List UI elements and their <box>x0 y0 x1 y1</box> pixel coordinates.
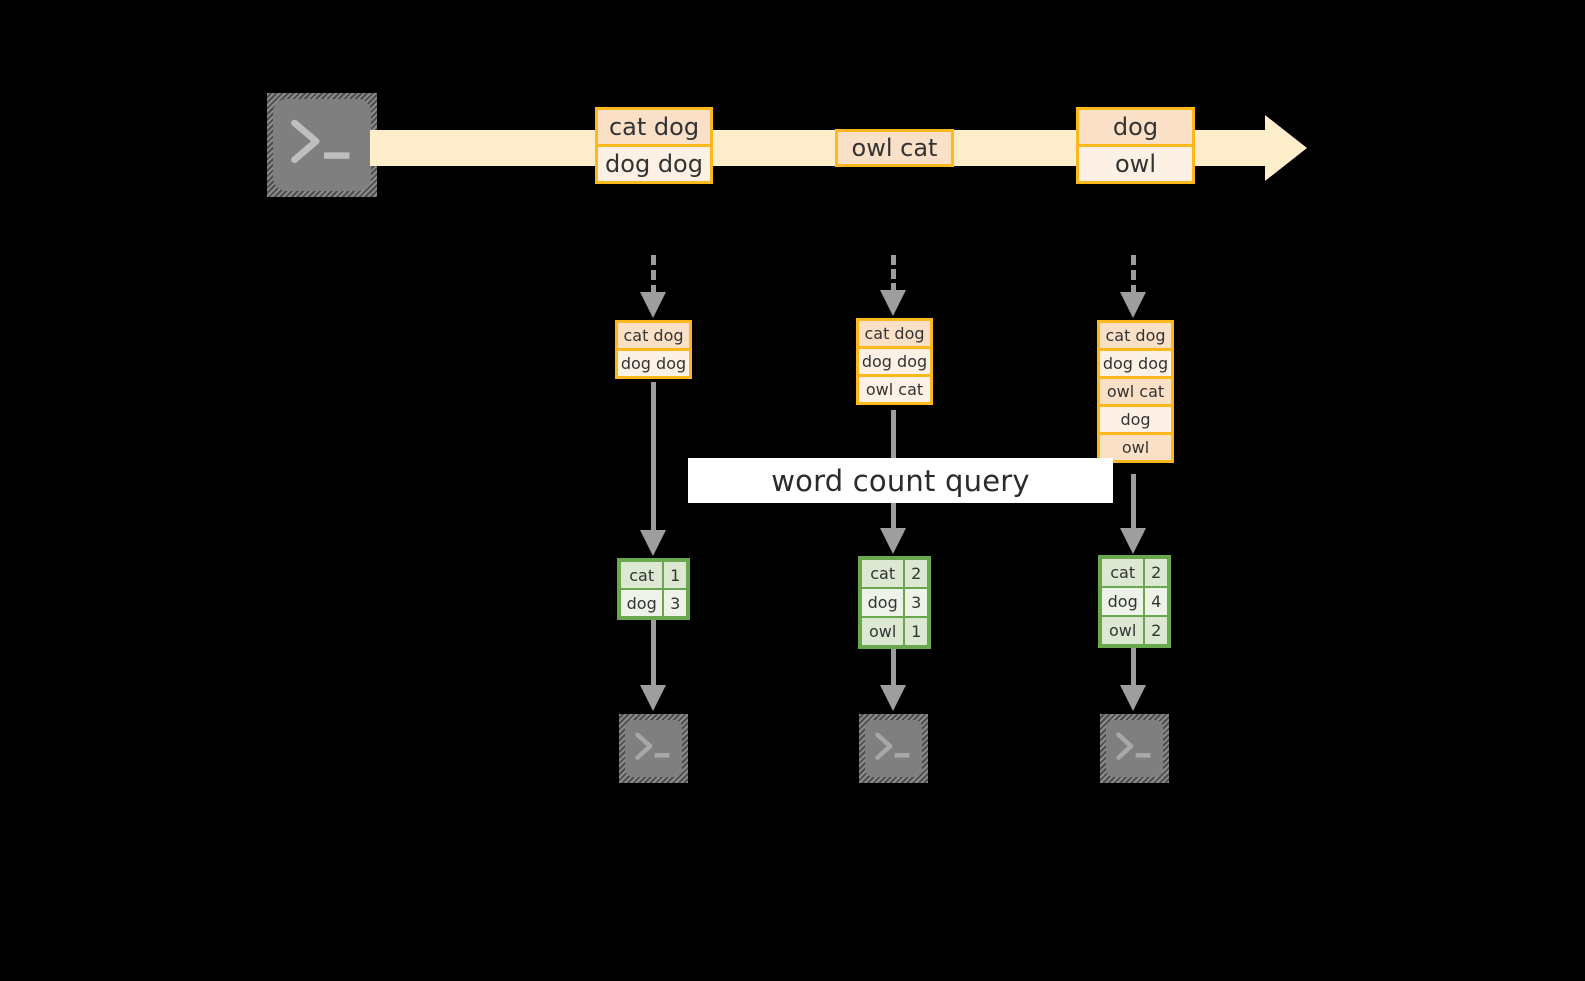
word-cell: dog <box>1100 586 1146 617</box>
result-table-2: cat 2 dog 3 owl 1 <box>858 556 931 649</box>
trigger-arrow-line-2 <box>891 255 896 293</box>
count-cell: 2 <box>1143 615 1169 646</box>
query-label-text: word count query <box>771 463 1030 498</box>
trigger-arrow-head-1 <box>640 292 666 318</box>
trigger-arrow-line-3 <box>1131 255 1136 295</box>
terminal-prompt-icon <box>1116 732 1151 760</box>
word-cell: cat <box>619 560 665 590</box>
table-row: cat 1 <box>619 560 688 590</box>
count-cell: 3 <box>903 587 929 618</box>
word-cell: dog <box>619 588 665 618</box>
word-cell: owl <box>860 616 906 647</box>
trigger-arrow-head-2 <box>880 290 906 316</box>
accumulated-record: cat dog <box>615 320 692 351</box>
accumulated-record: owl cat <box>856 374 933 405</box>
sink-arrow-line-1 <box>651 620 656 688</box>
word-cell: cat <box>860 558 906 589</box>
sink-arrow-head-1 <box>640 685 666 711</box>
terminal-icon-sink-2 <box>859 714 928 783</box>
accumulated-record: owl cat <box>1097 376 1174 407</box>
accumulated-record: dog dog <box>1097 348 1174 379</box>
accumulated-records-1: cat dog dog dog <box>615 320 692 379</box>
terminal-icon-sink-3 <box>1100 714 1169 783</box>
accumulated-record: dog dog <box>615 348 692 379</box>
table-row: cat 2 <box>860 558 929 589</box>
stream-record: owl <box>1076 144 1195 184</box>
word-cell: dog <box>860 587 906 618</box>
count-cell: 3 <box>662 588 688 618</box>
terminal-screen <box>865 720 922 777</box>
accumulated-record: cat dog <box>1097 320 1174 351</box>
stream-record: dog dog <box>595 144 713 184</box>
terminal-prompt-icon <box>635 732 670 760</box>
query-arrow-head-2 <box>880 528 906 554</box>
accumulated-record: dog <box>1097 404 1174 435</box>
sink-arrow-head-2 <box>880 685 906 711</box>
stream-group-1: cat dog dog dog <box>595 107 713 184</box>
sink-arrow-line-2 <box>891 649 896 688</box>
stream-group-2: owl cat <box>835 129 954 167</box>
count-cell: 1 <box>662 560 688 590</box>
count-cell: 2 <box>1143 557 1169 588</box>
table-row: dog 3 <box>619 588 688 618</box>
accumulated-record: owl <box>1097 432 1174 463</box>
query-arrow-head-3 <box>1120 528 1146 554</box>
stream-group-3: dog owl <box>1076 107 1195 184</box>
sink-arrow-head-3 <box>1120 685 1146 711</box>
accumulated-records-2: cat dog dog dog owl cat <box>856 318 933 405</box>
count-cell: 1 <box>903 616 929 647</box>
terminal-prompt-icon <box>291 119 350 163</box>
stream-record: owl cat <box>835 129 954 167</box>
word-cell: cat <box>1100 557 1146 588</box>
word-cell: owl <box>1100 615 1146 646</box>
terminal-prompt-icon <box>875 732 910 760</box>
count-cell: 2 <box>903 558 929 589</box>
query-arrow-line-1 <box>651 382 656 533</box>
trigger-arrow-line-1 <box>651 255 656 295</box>
terminal-screen <box>1106 720 1163 777</box>
table-row: dog 3 <box>860 587 929 618</box>
sink-arrow-line-3 <box>1131 648 1136 688</box>
table-row: owl 1 <box>860 616 929 647</box>
result-table-3: cat 2 dog 4 owl 2 <box>1098 555 1171 648</box>
stream-record: cat dog <box>595 107 713 147</box>
terminal-icon-source <box>267 93 377 197</box>
query-arrow-line-3 <box>1131 474 1136 532</box>
table-row: owl 2 <box>1100 615 1169 646</box>
accumulated-record: dog dog <box>856 346 933 377</box>
terminal-icon-sink-1 <box>619 714 688 783</box>
count-cell: 4 <box>1143 586 1169 617</box>
trigger-arrow-head-3 <box>1120 292 1146 318</box>
accumulated-record: cat dog <box>856 318 933 349</box>
query-arrow-head-1 <box>640 530 666 556</box>
query-label-band: word count query <box>688 458 1113 503</box>
accumulated-records-3: cat dog dog dog owl cat dog owl <box>1097 320 1174 463</box>
stream-record: dog <box>1076 107 1195 147</box>
terminal-screen <box>273 99 371 191</box>
table-row: dog 4 <box>1100 586 1169 617</box>
terminal-screen <box>625 720 682 777</box>
table-row: cat 2 <box>1100 557 1169 588</box>
stream-arrow-head-icon <box>1265 115 1307 181</box>
result-table-1: cat 1 dog 3 <box>617 558 690 620</box>
